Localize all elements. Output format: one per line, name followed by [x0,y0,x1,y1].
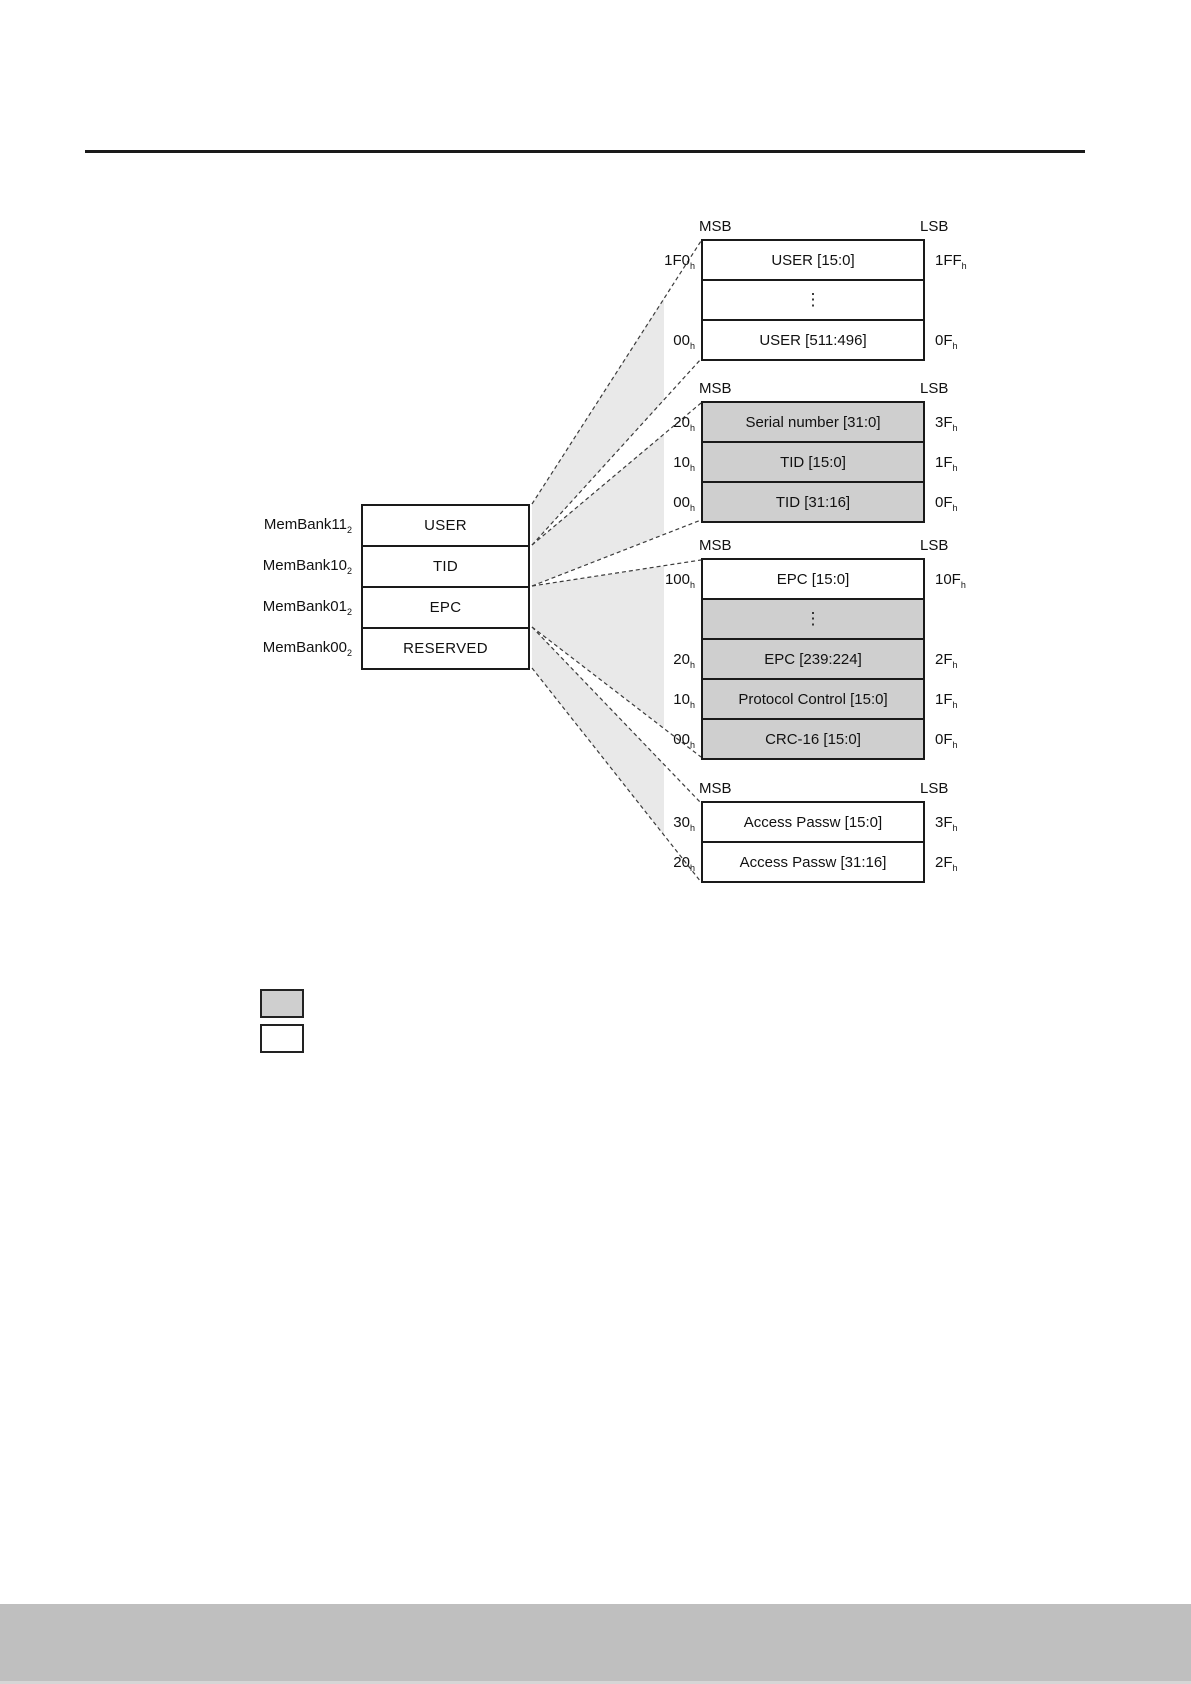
top-rule [85,150,1085,153]
word-address: 20h [673,853,695,873]
membank-box: USER TID EPC RESERVED [361,504,530,670]
msb-label: MSB [699,218,732,235]
membank-row-user-label: USER [424,517,467,534]
dash-epc-bottom [531,626,702,758]
table-row: 1F0h USER [15:0] 1FFh [664,239,967,281]
fan-tid [532,434,664,586]
cell-label: Protocol Control [15:0] [738,690,888,708]
word-address: 10h [673,690,695,710]
membank-row-tid: TID [361,545,530,588]
word-address: 2Fh [935,853,958,873]
word-address: 30h [673,813,695,833]
user-bank-detail: MSB LSB 1F0h USER [15:0] 1FFh ⋮ 00h USER… [664,218,967,361]
word-address: 10Fh [935,570,966,590]
cell-label: EPC [239:224] [764,650,862,668]
footer-edge [0,1681,1191,1684]
word-address: 10h [673,453,695,473]
table-row: 10h Protocol Control [15:0] 1Fh [673,678,958,720]
cell-label: Access Passw [15:0] [743,813,883,831]
word-address: 100h [664,570,695,590]
dash-tid-top [531,402,702,546]
dash-reserved-bottom [531,667,702,883]
lsb-label: LSB [920,780,949,797]
membank-row-reserved-label: RESERVED [403,640,488,657]
table-row-ellipsis: ⋮ [701,279,925,321]
membank-row-epc-label: EPC [429,599,462,616]
table-row: 30h Access Passw [15:0] 3Fh [673,801,958,843]
cell-label: TID [31:16] [775,493,851,511]
membank-row-epc: EPC [361,586,530,629]
table-row: 00h CRC-16 [15:0] 0Fh [673,718,958,760]
legend-unshaded-swatch [260,1024,304,1053]
lsb-label: LSB [920,537,949,554]
word-address: 1FFh [935,251,967,271]
lsb-label: LSB [920,380,949,397]
ellipsis: ⋮ [804,609,822,628]
cell-label: EPC [15:0] [776,570,850,588]
membank01-label: MemBank012 [262,598,352,617]
dash-user-top [531,240,702,505]
ellipsis: ⋮ [804,290,822,309]
table-row: 100h EPC [15:0] 10Fh [665,558,966,600]
word-address: 1Fh [935,453,958,473]
fan-reserved [532,627,664,835]
membank-row-user: USER [361,504,530,547]
word-address: 00h [673,730,695,750]
word-address: 1F0h [664,251,695,271]
membank00-label: MemBank002 [262,639,352,658]
dash-reserved-top [531,626,702,804]
reserved-bank-detail: MSB LSB 30h Access Passw [15:0] 3Fh 20h … [673,780,958,883]
word-address: 20h [673,650,695,670]
word-address: 00h [673,493,695,513]
cell-label: USER [511:496] [759,331,867,349]
footer-bar [0,1604,1191,1684]
dash-epc-top [531,559,702,587]
table-row-ellipsis: ⋮ [701,598,925,640]
epc-bank-detail: MSB LSB 100h EPC [15:0] 10Fh ⋮ 20h EPC [… [665,537,966,760]
tid-bank-detail: MSB LSB 20h Serial number [31:0] 3Fh 10h… [673,380,958,523]
word-address: 2Fh [935,650,958,670]
cell-label: Serial number [31:0] [745,413,881,431]
word-address: 20h [673,413,695,433]
membank11-label: MemBank112 [263,516,352,535]
word-address: 3Fh [935,813,958,833]
word-address: 0Fh [935,493,958,513]
dash-tid-bottom [531,519,702,587]
cell-label: USER [15:0] [771,251,855,269]
fan-epc [532,566,664,728]
fan-user [532,298,664,545]
membank-row-reserved: RESERVED [361,627,530,670]
cell-label: Access Passw [31:16] [739,853,887,871]
word-address: 0Fh [935,730,958,750]
table-row: 20h Serial number [31:0] 3Fh [673,401,958,443]
lsb-label: LSB [920,218,949,235]
msb-label: MSB [699,380,732,397]
cell-label: CRC-16 [15:0] [765,730,861,748]
cell-label: TID [15:0] [780,453,846,471]
membank10-label: MemBank102 [262,557,352,576]
word-address: 3Fh [935,413,958,433]
table-row: 20h Access Passw [31:16] 2Fh [673,841,958,883]
word-address: 1Fh [935,690,958,710]
table-row: 20h EPC [239:224] 2Fh [673,638,958,680]
word-address: 0Fh [935,331,958,351]
msb-label: MSB [699,537,732,554]
table-row: 10h TID [15:0] 1Fh [673,441,958,483]
legend-shaded-swatch [260,989,304,1018]
msb-label: MSB [699,780,732,797]
membank-row-tid-label: TID [432,558,459,575]
table-row: 00h USER [511:496] 0Fh [673,319,958,361]
fanout-connectors [531,240,702,883]
word-address: 00h [673,331,695,351]
table-row: 00h TID [31:16] 0Fh [673,481,958,523]
